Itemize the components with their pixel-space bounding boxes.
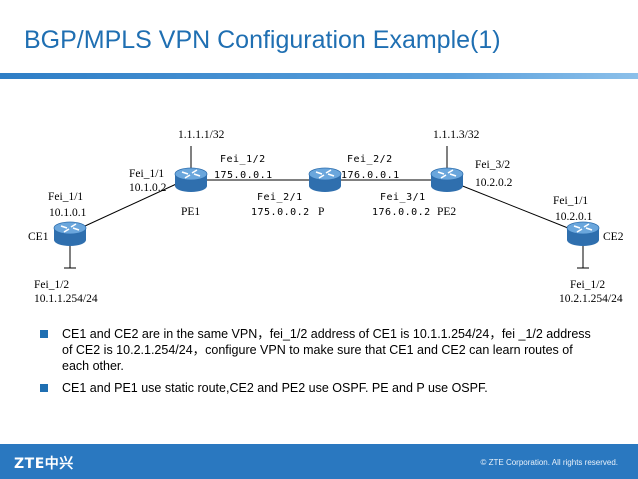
link-ce1-pe1	[71, 179, 186, 233]
link-pe2-ce2	[454, 182, 579, 233]
network-topology-diagram: CE1 PE1 P PE2 CE2 1.1.1.1/32 1.1.1.3/32 …	[28, 129, 624, 305]
ce2-fei11-name: Fei_1/1	[553, 195, 588, 207]
loopback-pe2: 1.1.1.3/32	[433, 129, 480, 141]
bullet-text: CE1 and PE1 use static route,CE2 and PE2…	[62, 381, 488, 395]
ce2-fei12-name: Fei_1/2	[570, 279, 605, 291]
ce1-fei12-ip: 10.1.1.254/24	[34, 293, 98, 305]
pe2-fei32-name: Fei_3/2	[475, 159, 510, 171]
router-icon-ce1	[53, 221, 87, 247]
square-bullet-icon	[40, 330, 48, 338]
device-name-pe1: PE1	[181, 206, 200, 218]
bullet-text: CE1 and CE2 are in the same VPN，fei_1/2 …	[62, 327, 591, 373]
router-icon-ce2	[566, 221, 600, 247]
p-fei21-ip: 175.0.0.2	[251, 207, 310, 218]
footer-bar: ZTE中兴 © ZTE Corporation. All rights rese…	[0, 444, 638, 479]
ce1-fei12-name: Fei_1/2	[34, 279, 69, 291]
pe1-fei12-name: Fei_1/2	[220, 154, 266, 165]
p-fei22-name: Fei_2/2	[347, 154, 393, 165]
device-name-pe2: PE2	[437, 206, 456, 218]
bullet-item: CE1 and CE2 are in the same VPN，fei_1/2 …	[40, 326, 600, 374]
device-name-p: P	[318, 206, 324, 218]
pe2-fei31-name: Fei_3/1	[380, 192, 426, 203]
router-icon-pe1	[174, 167, 208, 193]
p-fei22-ip: 176.0.0.1	[341, 170, 400, 181]
pe2-fei32-ip: 10.2.0.2	[475, 177, 513, 189]
bullet-list: CE1 and CE2 are in the same VPN，fei_1/2 …	[40, 326, 600, 402]
pe2-fei31-ip: 176.0.0.2	[372, 207, 431, 218]
ce2-fei12-ip: 10.2.1.254/24	[559, 293, 623, 305]
square-bullet-icon	[40, 384, 48, 392]
ce2-fei11-ip: 10.2.0.1	[555, 211, 593, 223]
bullet-item: CE1 and PE1 use static route,CE2 and PE2…	[40, 380, 600, 396]
title-rule	[0, 73, 638, 79]
loopback-pe1: 1.1.1.1/32	[178, 129, 225, 141]
zte-logo: ZTE中兴	[14, 456, 74, 472]
p-fei21-name: Fei_2/1	[257, 192, 303, 203]
pe1-fei12-ip: 175.0.0.1	[214, 170, 273, 181]
slide-title: BGP/MPLS VPN Configuration Example(1)	[24, 26, 501, 54]
copyright-notice: © ZTE Corporation. All rights reserved.	[480, 458, 619, 467]
router-icon-pe2	[430, 167, 464, 193]
ce1-fei11-ip: 10.1.0.1	[49, 207, 87, 219]
device-name-ce2: CE2	[603, 231, 624, 243]
device-name-ce1: CE1	[28, 231, 49, 243]
router-icon-p	[308, 167, 342, 193]
pe1-fei11-name: Fei_1/1	[129, 168, 164, 180]
ce1-fei11-name: Fei_1/1	[48, 191, 83, 203]
pe1-fei11-ip: 10.1.0.2	[129, 182, 167, 194]
